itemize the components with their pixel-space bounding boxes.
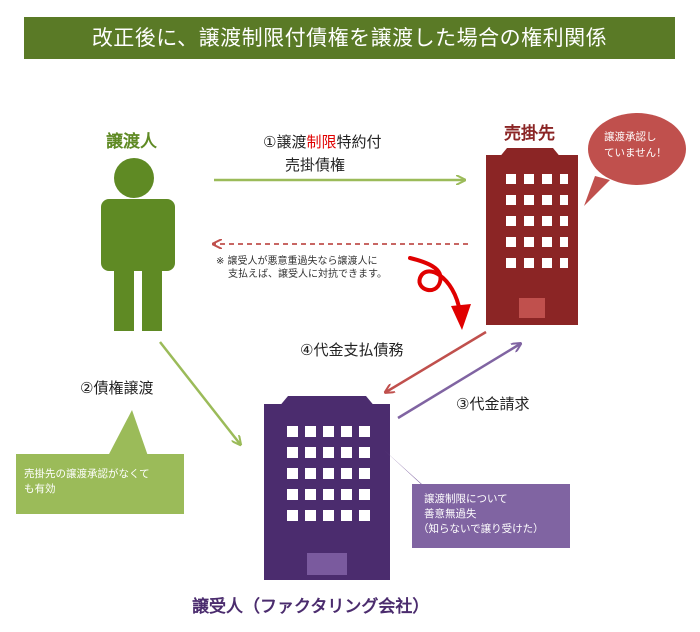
arrow-assignor-to-assignee — [159, 341, 240, 444]
step3-label: ③代金請求 — [456, 395, 530, 413]
step4-label: ④代金支払債務 — [300, 341, 404, 359]
arrow-assignee-to-debtor — [397, 344, 520, 420]
step1-label-line2: 売掛債権 — [285, 156, 346, 174]
assignor-callout-line2: も有効 — [24, 483, 56, 495]
debtor-label: 売掛先 — [504, 124, 555, 144]
debtor-bubble-line2: ていません！ — [604, 147, 667, 159]
step1-prefix: ①譲渡 — [263, 133, 307, 151]
debtor-bubble-line1: 譲渡承認し — [604, 131, 657, 143]
step1-highlight: 制限 — [306, 133, 337, 151]
assignee-callout-line3: （知らないで譲り受けた） — [418, 523, 544, 535]
step1-label: ①譲渡制限特約付 — [263, 131, 381, 152]
assignor-callout-line1: 売掛先の譲渡承認がなくて — [24, 468, 150, 480]
dashed-note-line2: 支払えば、譲受人に対抗できます。 — [228, 269, 387, 280]
assignor-label: 譲渡人 — [106, 132, 157, 152]
dashed-note-line1: ※ 譲受人が悪意重過失なら譲渡人に — [216, 256, 378, 267]
assignee-label: 譲受人（ファクタリング会社） — [192, 597, 430, 617]
assignor-callout — [16, 410, 184, 514]
page-title: 改正後に、譲渡制限付債権を譲渡した場合の権利関係 — [24, 17, 675, 59]
debtor-building-icon — [486, 148, 578, 325]
arrow-debtor-to-assignee — [386, 330, 487, 392]
curved-red-arrow-icon — [408, 256, 471, 330]
person-icon — [101, 158, 175, 331]
assignee-callout-line2: 善意無過失 — [424, 508, 477, 520]
assignee-callout-line1: 譲渡制限について — [424, 493, 508, 505]
debtor-speech-bubble — [584, 113, 686, 206]
step2-label: ②債権譲渡 — [80, 379, 154, 397]
step1-suffix: 特約付 — [336, 133, 382, 151]
assignee-callout — [384, 450, 570, 548]
assignee-building-icon — [264, 396, 390, 580]
